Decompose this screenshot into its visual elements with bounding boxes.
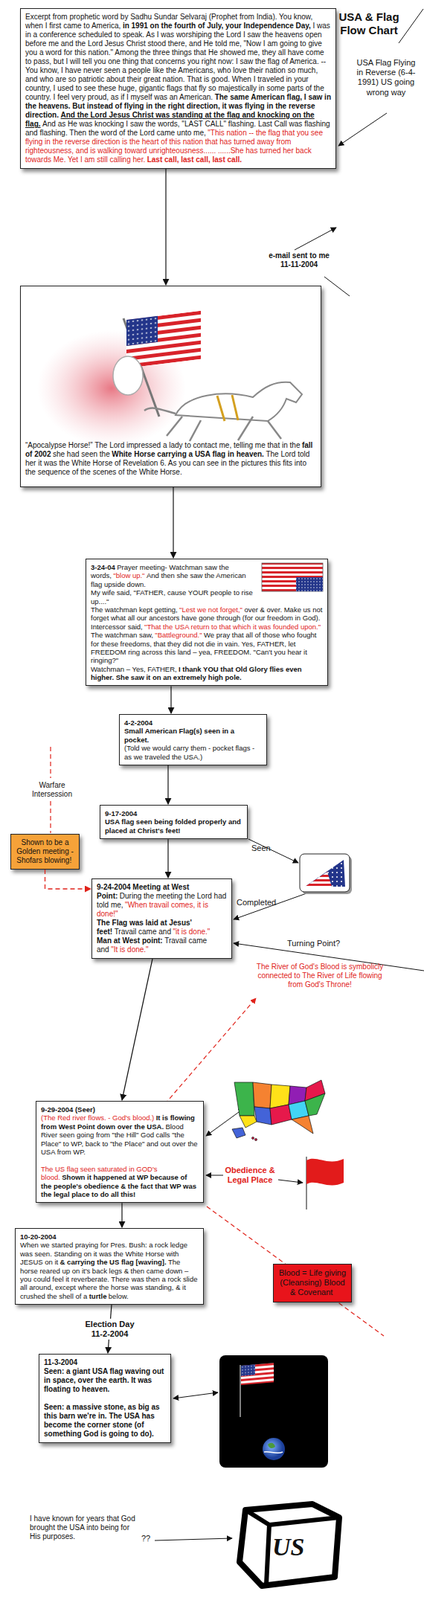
text-run: Small American Flag(s) seen in a pocket. [124, 726, 235, 744]
annotation: USA Flag Flying in Reverse (6-4-1991) US… [354, 58, 419, 98]
leader-line [233, 893, 307, 920]
text-run: 3-24-04 [90, 563, 116, 572]
corner-stone [239, 1504, 340, 1586]
dashed-line [206, 1206, 384, 1336]
flow-arrow [121, 1202, 122, 1228]
annotation: US [272, 1532, 334, 1563]
note-box: Shown to be a Golden meeting - Shofars b… [10, 833, 80, 870]
text-run: "Lest we not forget," [179, 605, 243, 614]
text-run: (The Red river flows. - God's blood.) [40, 1113, 154, 1122]
edge-label: Election Day 11-2-2004 [82, 1318, 138, 1340]
event-box: Excerpt from prophetic word by Sadhu Sun… [20, 8, 337, 169]
leader-line [338, 113, 387, 146]
dashed-line [159, 998, 256, 1110]
text-run: Seen: a massive stone, as big as this ba… [43, 1402, 160, 1438]
event-box: 4-2-2004Small American Flag(s) seen in a… [119, 714, 268, 766]
text-run: Shown to be a Golden meeting - Shofars b… [16, 838, 74, 865]
text-run: White Horse carrying a USA flag in heave… [111, 450, 265, 459]
text-run: 9-29-2004 (Seer) [40, 1105, 96, 1114]
text-run: "It is done." [110, 945, 149, 954]
note-box: Blood = Life giving (Cleansing) Blood & … [272, 1263, 352, 1303]
text-run: Intercessor said, [90, 622, 143, 631]
text-run: The watchman kept getting, [90, 605, 178, 614]
text-run: “Apocalypse Horse!” The Lord impressed a… [25, 441, 300, 450]
annotation: Completed [236, 897, 289, 908]
text-run: Last call, last call, last call. [147, 155, 242, 164]
flow-arrow [172, 487, 174, 558]
flow-arrow [121, 958, 153, 1101]
text-run: (Told we would carry them - pocket flags… [124, 743, 255, 761]
annotation: The River of God's Blood is symbolicly c… [254, 962, 386, 990]
annotation: e-mail sent to me 11-11-2004 [267, 251, 331, 270]
flow-arrow [165, 168, 166, 285]
flow-arrow [167, 765, 169, 805]
flow-arrow [45, 869, 92, 889]
text-run: she had seen the [52, 450, 111, 459]
text-run: 9-17-2004 [104, 809, 137, 818]
text-run: I was in a conference scheduled to speak… [25, 21, 331, 102]
leader-line [206, 1108, 244, 1136]
text-run: Travail came and [114, 927, 172, 936]
text-run: Shown it happened at WP because of the p… [40, 1173, 197, 1199]
text-run: "That the USA return to that which it wa… [144, 622, 321, 631]
text-run: My wife said, "FATHER, cause YOUR people… [90, 588, 253, 605]
event-box: 9-17-2004USA flag seen being folded prop… [99, 804, 248, 840]
text-run: "it is done." [172, 927, 210, 936]
text-run: Man at West point: [96, 936, 163, 945]
annotation: I have known for years that God brought … [29, 1514, 142, 1542]
leader-line [206, 1175, 224, 1177]
text-run: Blood = Life giving (Cleansing) Blood & … [278, 1268, 346, 1297]
annotation: Obedience & Legal Place [221, 1165, 279, 1185]
text-run: below. [108, 1292, 129, 1301]
leader-line [248, 839, 299, 863]
text-run: 11-3-2004 [43, 1358, 78, 1367]
text-run: in 1991 on the fourth of July, your Inde… [122, 21, 311, 30]
text-run: The watchman saw, [90, 630, 154, 639]
leader-line [278, 1179, 303, 1183]
text-run: Seen: a giant USA flag waving out in spa… [43, 1367, 164, 1394]
annotation: Seen [251, 843, 282, 854]
text-run: "Battleground." [154, 630, 202, 639]
red-flag [306, 1156, 344, 1210]
leader-line [294, 227, 337, 250]
flag-in-space [219, 1355, 329, 1468]
annotation: Turning Point? [287, 938, 362, 949]
text-run: 4-2-2004 [124, 718, 153, 727]
text-run: & carrying the US flag [waving]. [60, 1257, 167, 1267]
text-run: USA flag seen being folded properly and … [104, 817, 242, 834]
event-box: 9-24-2004 Meeting at West Point:During t… [91, 878, 233, 959]
annotation: Warfare Intersession [25, 781, 79, 799]
event-box: 10-20-2004When we started praying for Pr… [14, 1228, 204, 1305]
leader-line [324, 276, 350, 297]
leader-line [398, 8, 424, 44]
event-box: 9-29-2004 (Seer)(The Red river flows. - … [35, 1100, 204, 1203]
flow-arrow [167, 839, 169, 878]
text-run: "blow up." [113, 571, 145, 580]
usa-map [232, 1080, 326, 1142]
chart-title: USA & Flag Flow Chart [327, 10, 411, 38]
text-run: turtle [89, 1292, 108, 1301]
event-box: “Apocalypse Horse!” The Lord impressed a… [20, 285, 322, 488]
event-box: 3-24-04Prayer meeting- Watchman saw the … [85, 558, 329, 686]
annotation: ?? [141, 1533, 157, 1544]
flow-arrow [170, 685, 172, 714]
text-run: 10-20-2004 [20, 1232, 57, 1241]
image-space [254, 563, 323, 595]
leader-line [154, 1538, 233, 1541]
leader-line [173, 1392, 218, 1399]
event-box: 11-3-2004Seen: a giant USA flag waving o… [38, 1353, 172, 1444]
folded-flag [299, 853, 352, 895]
text-run: Watchman – Yes, FATHER, [90, 665, 178, 674]
